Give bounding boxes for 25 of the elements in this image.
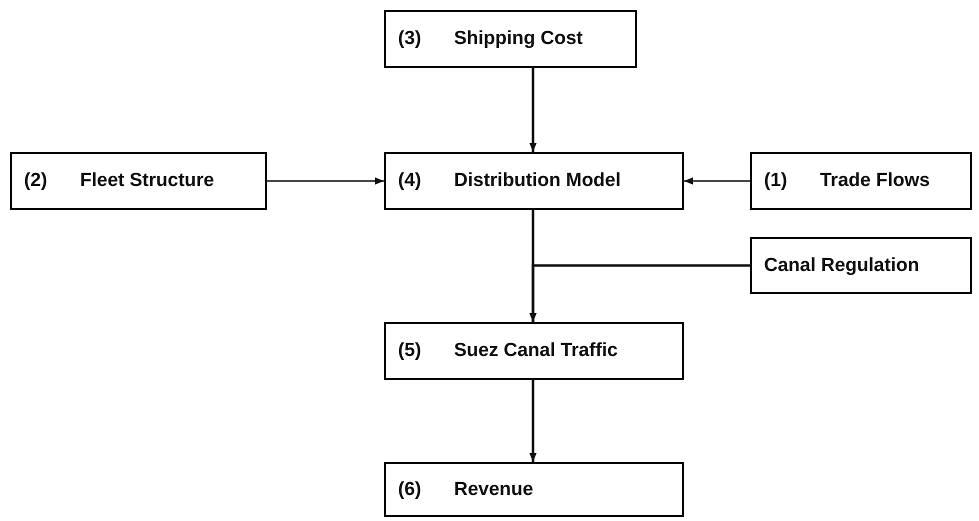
node-label: Revenue: [454, 478, 534, 500]
node-number: (6): [398, 478, 422, 500]
node-label: Suez Canal Traffic: [454, 340, 618, 362]
process-box: [10, 152, 267, 210]
process-box: [384, 10, 637, 68]
node-label: Canal Regulation: [764, 254, 920, 276]
process-box: [384, 322, 684, 380]
node-number: (1): [764, 170, 788, 192]
node-label: Distribution Model: [454, 170, 621, 192]
node-label: Shipping Cost: [454, 28, 583, 50]
node-label: Trade Flows: [820, 170, 930, 192]
process-box: [750, 237, 972, 294]
process-box: [750, 152, 972, 210]
node-number: (3): [398, 28, 422, 50]
arrow: [529, 264, 750, 322]
arrow: [529, 68, 537, 152]
process-box: [384, 462, 684, 517]
arrow: [267, 177, 384, 185]
node-number: (4): [398, 170, 422, 192]
node-number: (2): [24, 170, 48, 192]
arrow: [684, 177, 750, 185]
node-number: (5): [398, 340, 422, 362]
node-label: Fleet Structure: [80, 170, 214, 192]
process-box: [384, 152, 684, 210]
arrow: [529, 380, 537, 462]
